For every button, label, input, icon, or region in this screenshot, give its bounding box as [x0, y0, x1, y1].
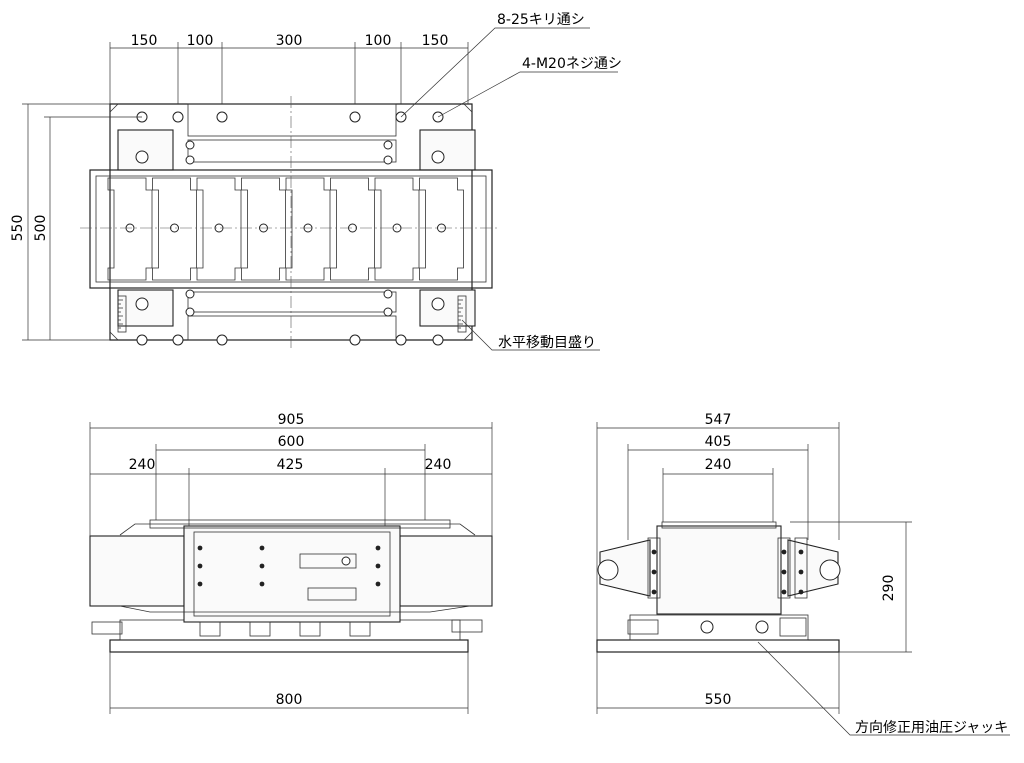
- roller-segment: [241, 177, 286, 281]
- dim-inner-height: 500: [33, 215, 49, 242]
- dim-front-right: 240: [425, 457, 452, 473]
- side-view: [596, 422, 1010, 736]
- dim-side-base: 550: [705, 692, 732, 708]
- dim-front-base: 800: [276, 692, 303, 708]
- dim-overall-height: 550: [10, 215, 26, 242]
- note-scale: 水平移動目盛り: [498, 335, 596, 351]
- roller-segment: [330, 177, 375, 281]
- dim-side-height: 290: [881, 575, 897, 602]
- front-view: [89, 422, 493, 714]
- dim-front-center: 425: [277, 457, 304, 473]
- dim-front-overall: 905: [278, 412, 305, 428]
- dim-side-inner: 240: [705, 457, 732, 473]
- dim-top-3: 300: [276, 33, 303, 49]
- roller-segment: [419, 177, 464, 281]
- note-through-holes: 8-25キリ通シ: [497, 12, 585, 28]
- roller-segment: [196, 177, 242, 281]
- dim-top-2: 100: [187, 33, 214, 49]
- dim-top-1: 150: [131, 33, 158, 49]
- dim-side-mid: 405: [705, 434, 732, 450]
- dim-top-5: 150: [422, 33, 449, 49]
- roller-segment: [152, 177, 197, 281]
- note-jack: 方向修正用油圧ジャッキ: [855, 720, 1008, 736]
- dim-top-4: 100: [365, 33, 392, 49]
- note-tapped-holes: 4-M20ネジ通シ: [522, 56, 622, 72]
- roller-segment: [374, 177, 420, 281]
- dim-side-overall: 547: [705, 412, 732, 428]
- dim-front-mid: 600: [278, 434, 305, 450]
- roller-segment: [285, 177, 331, 281]
- roller-segment: [107, 177, 153, 281]
- top-view: [22, 27, 618, 351]
- dim-front-left: 240: [129, 457, 156, 473]
